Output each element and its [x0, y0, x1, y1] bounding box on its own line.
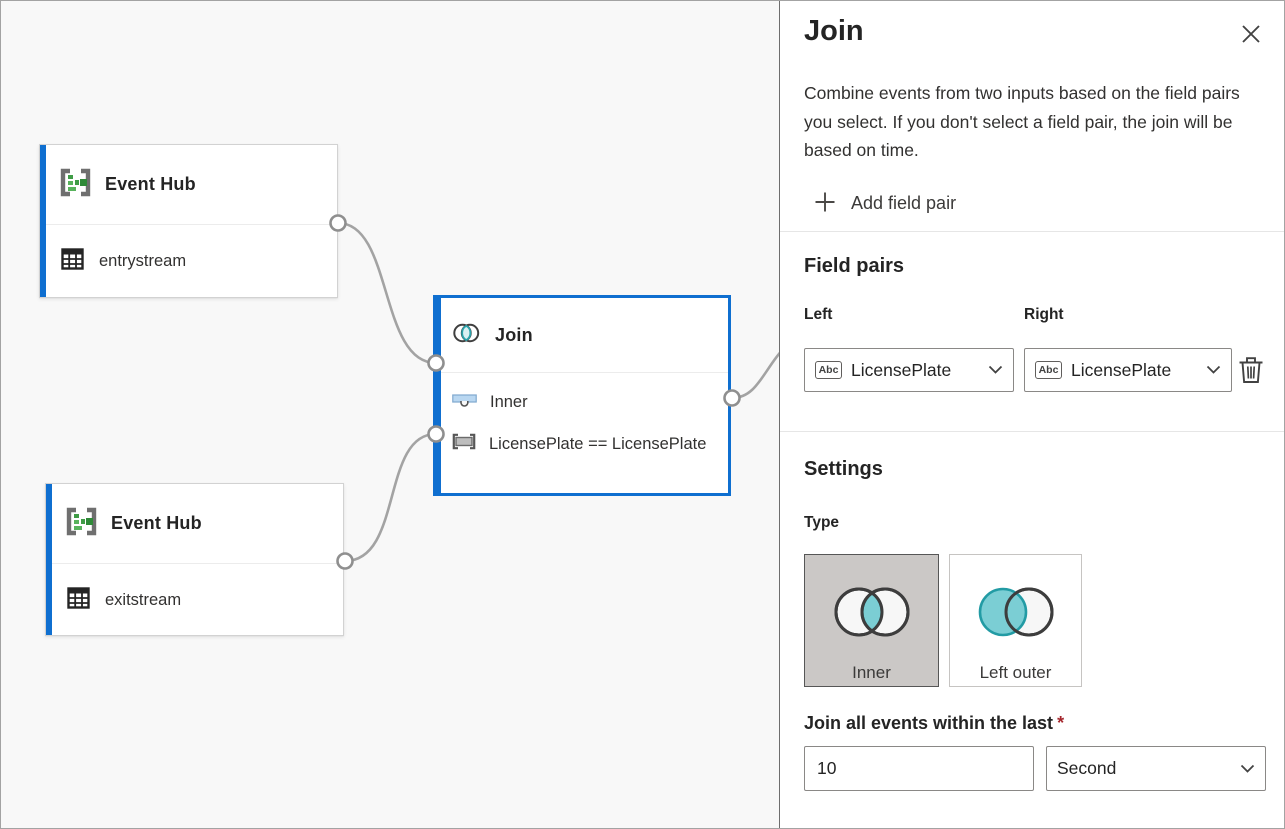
add-field-pair-label: Add field pair	[851, 193, 957, 213]
chevron-down-icon	[988, 361, 1003, 379]
node-type-label: Event Hub	[105, 174, 196, 194]
join-window-label: Join all events within the last*	[804, 713, 1065, 733]
diagram-canvas[interactable]: Event Hub entrystream	[1, 1, 779, 828]
join-venn-icon	[452, 321, 481, 350]
divider	[780, 231, 1284, 232]
stream-name: entrystream	[99, 252, 187, 270]
node-divider	[40, 224, 337, 225]
join-type-value: Inner	[490, 392, 528, 411]
left-field-dropdown[interactable]: Abc LicensePlate	[804, 348, 1014, 392]
event-hub-icon	[60, 168, 91, 202]
join-type-option-left-outer[interactable]: Left outer	[949, 554, 1082, 687]
string-type-icon: Abc	[1035, 361, 1062, 379]
node-header: Event Hub	[40, 145, 337, 224]
left-field-value: LicensePlate	[851, 359, 952, 380]
string-type-icon: Abc	[815, 361, 842, 379]
join-window-unit-dropdown[interactable]: Second	[1046, 746, 1266, 791]
panel-title: Join	[804, 15, 864, 47]
node-stream-row[interactable]: exitstream	[46, 564, 343, 637]
field-pair-icon	[452, 433, 476, 455]
chevron-down-icon	[1240, 760, 1255, 778]
table-icon	[67, 587, 90, 614]
join-condition-row[interactable]: LicensePlate == LicensePlate	[452, 433, 718, 455]
node-header: Join	[436, 298, 728, 372]
stream-name: exitstream	[105, 591, 182, 609]
node-accent-bar	[46, 484, 52, 635]
inner-join-venn-icon	[826, 582, 918, 647]
plus-icon	[814, 191, 836, 216]
join-window-value-input[interactable]	[804, 746, 1034, 791]
chevron-down-icon	[1206, 361, 1221, 379]
left-outer-join-venn-icon	[970, 582, 1062, 647]
left-field-label: Left	[804, 306, 833, 323]
node-event-hub-exitstream[interactable]: Event Hub exitstream	[45, 483, 344, 636]
connector-join-output[interactable]	[731, 325, 779, 400]
settings-heading: Settings	[804, 458, 883, 480]
close-icon[interactable]	[1238, 21, 1264, 47]
event-hub-icon	[66, 507, 97, 541]
panel-description: Combine events from two inputs based on …	[804, 83, 1240, 160]
node-accent-bar	[436, 298, 441, 493]
table-icon	[61, 248, 84, 275]
required-marker: *	[1057, 713, 1065, 733]
node-accent-bar	[40, 145, 46, 297]
unit-value: Second	[1057, 758, 1117, 778]
node-divider	[46, 563, 343, 564]
left-outer-option-label: Left outer	[979, 663, 1052, 682]
inner-join-icon	[452, 392, 477, 412]
right-field-label: Right	[1024, 306, 1064, 323]
join-type-label: Type	[804, 514, 840, 531]
node-header: Event Hub	[46, 484, 343, 563]
node-join[interactable]: Join Inner	[433, 295, 731, 496]
join-type-row[interactable]: Inner	[452, 392, 718, 412]
connector-entrystream-to-join[interactable]	[337, 221, 437, 365]
node-event-hub-entrystream[interactable]: Event Hub entrystream	[39, 144, 338, 298]
node-divider	[436, 372, 728, 373]
node-type-label: Event Hub	[111, 513, 202, 533]
join-settings-panel: Join Combine events from two inputs base…	[779, 1, 1284, 828]
join-condition: LicensePlate == LicensePlate	[489, 434, 707, 453]
node-stream-row[interactable]: entrystream	[40, 225, 337, 298]
right-field-dropdown[interactable]: Abc LicensePlate	[1024, 348, 1232, 392]
node-type-label: Join	[495, 324, 533, 345]
add-field-pair-button[interactable]: Add field pair	[814, 191, 956, 216]
join-type-option-inner[interactable]: Inner	[804, 554, 939, 687]
connector-exitstream-to-join[interactable]	[344, 432, 437, 563]
right-field-value: LicensePlate	[1071, 359, 1172, 380]
delete-field-pair-icon[interactable]	[1235, 355, 1267, 387]
inner-option-label: Inner	[852, 663, 891, 682]
divider	[780, 431, 1284, 432]
field-pairs-heading: Field pairs	[804, 255, 905, 277]
